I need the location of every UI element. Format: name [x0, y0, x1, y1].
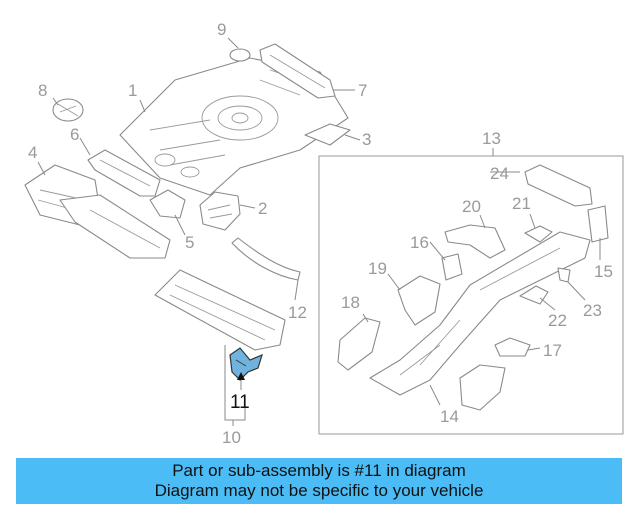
- part-16-bracket[interactable]: [441, 253, 463, 281]
- subassembly-box-13: [318, 155, 624, 435]
- callout-2: 2: [258, 199, 267, 218]
- part-17-mount[interactable]: [494, 337, 531, 357]
- callout-15: 15: [594, 262, 613, 281]
- part-side-rail[interactable]: [59, 194, 171, 259]
- part-19-bracket[interactable]: [397, 275, 441, 326]
- part-1-rear-floor-panel[interactable]: [119, 57, 349, 196]
- callout-3: 3: [362, 130, 371, 149]
- callout-5: 5: [185, 233, 194, 252]
- part-20-bracket[interactable]: [444, 224, 506, 259]
- part-2-bracket[interactable]: [199, 191, 241, 231]
- callout-22: 22: [548, 311, 567, 330]
- part-24-rail-extension[interactable]: [524, 164, 593, 207]
- callout-9: 9: [217, 20, 226, 39]
- callout-7: 7: [358, 81, 367, 100]
- part-9-grommet[interactable]: [229, 48, 251, 62]
- callout-20: 20: [462, 197, 481, 216]
- part-23-clip[interactable]: [557, 267, 571, 283]
- banner-line-1: Part or sub-assembly is #11 in diagram: [172, 461, 466, 480]
- part-21-gusset[interactable]: [524, 225, 553, 243]
- parts-diagram: 1 2 3 4 5 6 7 8 9 10 11 12 13 14 15 16 1…: [24, 20, 624, 447]
- callout-19: 19: [368, 259, 387, 278]
- callout-1: 1: [128, 81, 137, 100]
- part-5-bracket[interactable]: [149, 189, 186, 219]
- part-8-plug[interactable]: [52, 98, 84, 122]
- part-cover[interactable]: [459, 364, 506, 411]
- part-15-plate[interactable]: [587, 205, 609, 243]
- callout-14: 14: [440, 407, 459, 426]
- part-14-main-rail[interactable]: [369, 231, 591, 396]
- part-3-bracket[interactable]: [304, 123, 351, 146]
- callout-10: 10: [222, 428, 241, 447]
- part-12-brace[interactable]: [231, 237, 301, 281]
- callout-16: 16: [410, 233, 429, 252]
- part-7-rear-panel[interactable]: [259, 43, 336, 99]
- callout-17: 17: [543, 341, 562, 360]
- banner-line-2: Diagram may not be specific to your vehi…: [154, 481, 484, 500]
- info-banner: Part or sub-assembly is #11 in diagram D…: [16, 458, 622, 504]
- callout-6: 6: [70, 125, 79, 144]
- callout-12: 12: [288, 303, 307, 322]
- callout-23: 23: [583, 301, 602, 320]
- callout-13: 13: [482, 129, 501, 148]
- part-22-bracket[interactable]: [519, 285, 549, 305]
- callout-4: 4: [28, 143, 37, 162]
- callout-21: 21: [512, 194, 531, 213]
- callout-11-highlighted: 11: [230, 392, 250, 413]
- part-6-crossmember[interactable]: [87, 149, 161, 197]
- callout-18: 18: [341, 293, 360, 312]
- part-11-bracket-highlighted[interactable]: [229, 347, 263, 381]
- callout-24: 24: [490, 164, 509, 183]
- callout-8: 8: [38, 81, 47, 100]
- part-10-floor-tunnel[interactable]: [154, 269, 286, 351]
- part-18-reinforcement[interactable]: [337, 317, 381, 371]
